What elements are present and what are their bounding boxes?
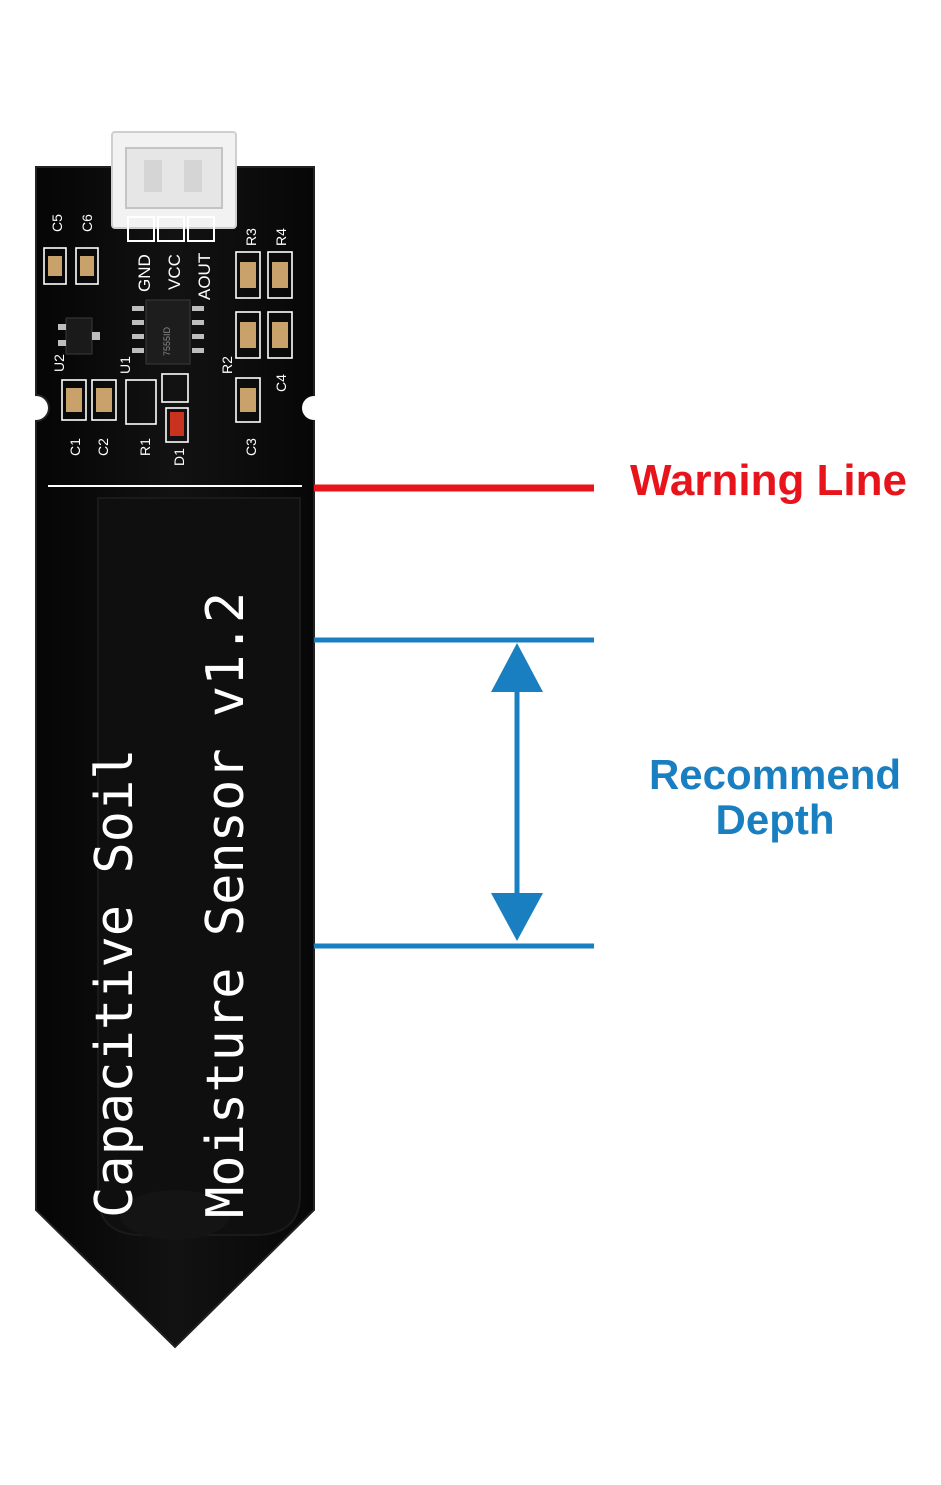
- pin-pad-gnd: [127, 216, 155, 242]
- pin-label-vcc: VCC: [165, 254, 184, 290]
- sensing-pad-tip: [120, 1190, 230, 1240]
- label-c4: C4: [273, 374, 289, 392]
- board-title-line1: Capacitive Soil: [85, 748, 145, 1218]
- label-u2: U2: [51, 354, 67, 372]
- label-r4: R4: [273, 228, 289, 246]
- label-u1: U1: [117, 356, 133, 374]
- label-r3: R3: [243, 228, 259, 246]
- depth-label-line2: Depth: [715, 796, 835, 844]
- ic-u1-marking: 7555ID: [162, 326, 172, 356]
- board-notch-left: [24, 396, 48, 420]
- sensing-pad-area: [97, 497, 301, 1236]
- warning-line-label: Warning Line: [596, 457, 941, 505]
- diode-d1-body: [170, 412, 184, 436]
- label-d1: D1: [171, 448, 187, 466]
- smd-components: [43, 247, 293, 443]
- pin-pad-aout: [187, 216, 215, 242]
- depth-arrow-up-head: [491, 643, 543, 692]
- pin-pad-vcc: [157, 216, 185, 242]
- label-r2: R2: [219, 356, 235, 374]
- depth-arrow: [491, 643, 543, 941]
- recommend-depth-label: Recommend Depth: [610, 752, 940, 843]
- depth-arrow-down-head: [491, 893, 543, 941]
- ic-u2: [58, 317, 100, 355]
- smd-component-bodies: [48, 256, 288, 412]
- label-c1: C1: [67, 438, 83, 456]
- label-c2: C2: [95, 438, 111, 456]
- jst-connector: [111, 131, 237, 229]
- warning-label-text: Warning Line: [629, 456, 908, 505]
- label-c5: C5: [49, 214, 65, 232]
- pin-label-aout: AOUT: [195, 253, 214, 300]
- board-title-line2: Moisture Sensor v1.2: [196, 592, 256, 1218]
- ic-u1: [132, 299, 204, 365]
- label-r1: R1: [137, 438, 153, 456]
- depth-label-line1: Recommend: [648, 751, 902, 798]
- board-notch-right: [302, 396, 326, 420]
- label-c6: C6: [79, 214, 95, 232]
- pin-label-gnd: GND: [135, 254, 154, 292]
- label-c3: C3: [243, 438, 259, 456]
